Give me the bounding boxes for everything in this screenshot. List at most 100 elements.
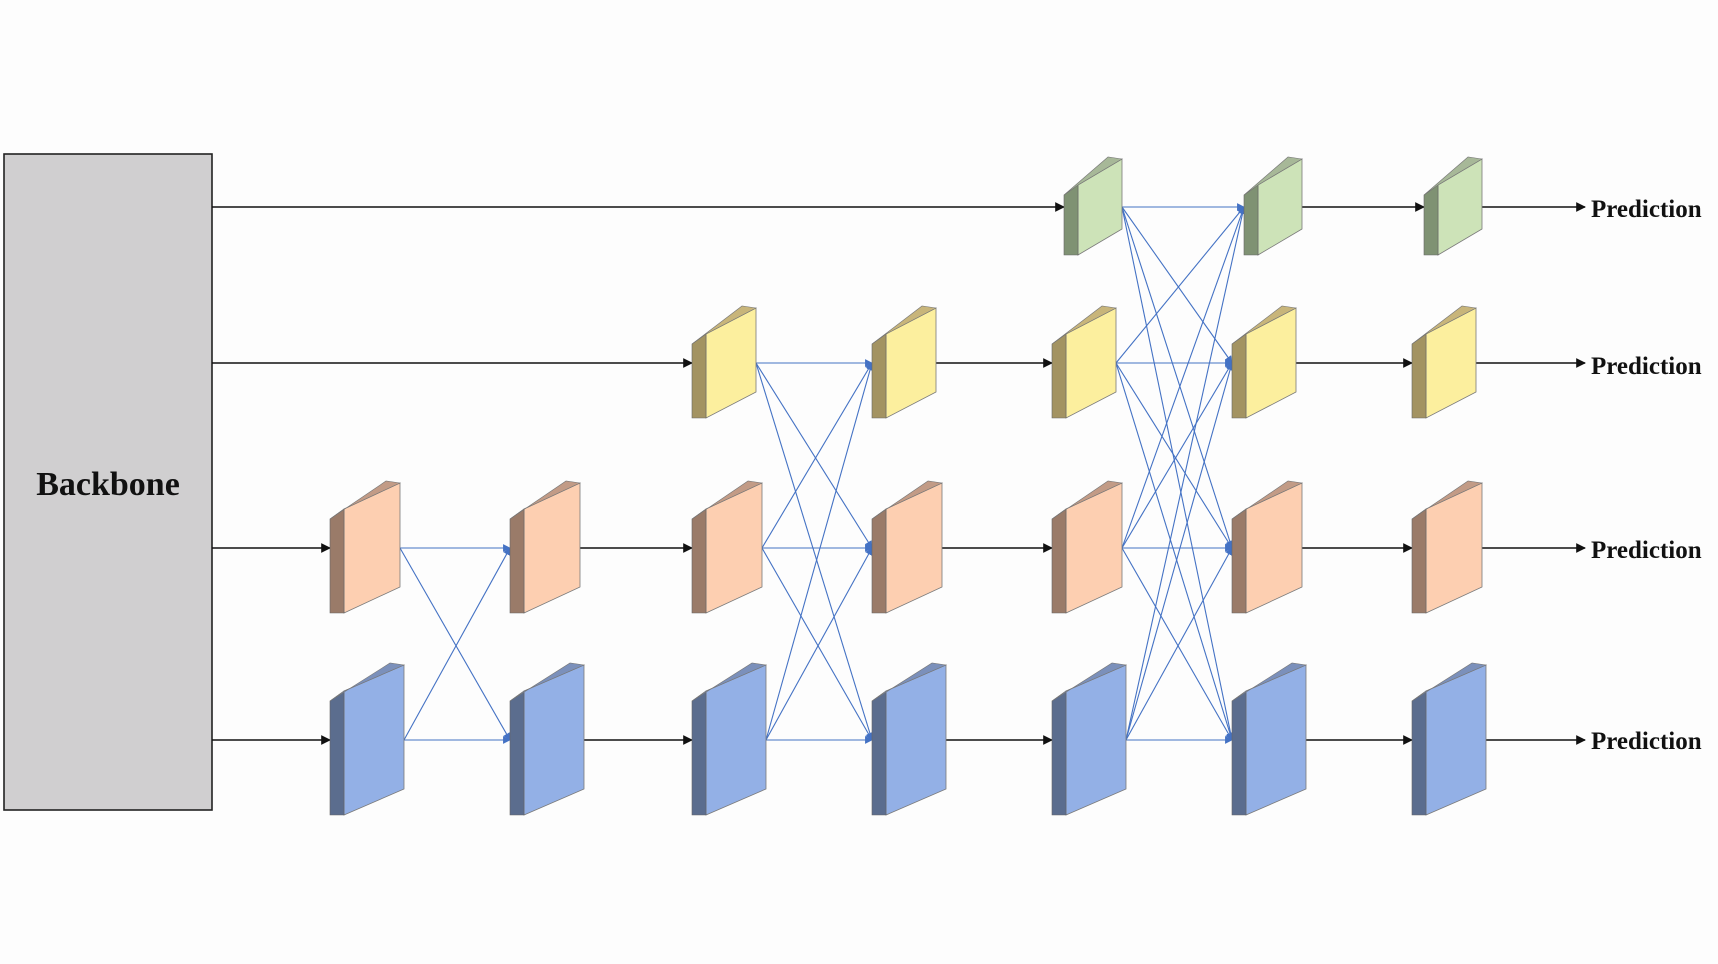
feature-block-yellow-stage-7 bbox=[1411, 305, 1477, 419]
block-side-face bbox=[1423, 184, 1439, 256]
block-side-face bbox=[1051, 508, 1067, 614]
block-top-face bbox=[1231, 662, 1308, 702]
feature-block-orange-stage-7 bbox=[1411, 480, 1484, 614]
prediction-label-level-2: Prediction bbox=[1591, 353, 1702, 380]
fusion-arrow-blue-to-yellow-stage-4 bbox=[765, 362, 874, 741]
block-side-face bbox=[1411, 508, 1427, 614]
fusion-arrow-blue-to-green-stage-6 bbox=[1125, 206, 1247, 741]
block-front-face bbox=[1257, 158, 1303, 256]
feature-block-orange-stage-4 bbox=[871, 480, 944, 614]
block-front-face bbox=[885, 307, 937, 419]
block-side-face bbox=[691, 508, 707, 614]
feature-block-blue-stage-4 bbox=[871, 662, 948, 816]
feature-block-yellow-stage-3 bbox=[691, 305, 757, 419]
block-front-face bbox=[1425, 664, 1487, 816]
block-top-face bbox=[1231, 480, 1304, 520]
backbone-box bbox=[3, 153, 213, 811]
fusion-arrow-yellow-to-blue-stage-6 bbox=[1115, 362, 1234, 741]
block-top-face bbox=[871, 305, 937, 345]
fusion-arrow-orange-to-yellow-stage-6 bbox=[1121, 362, 1233, 549]
block-top-face bbox=[509, 662, 586, 702]
block-front-face bbox=[1437, 158, 1483, 256]
block-front-face bbox=[1245, 482, 1303, 614]
backbone-label: Backbone bbox=[36, 466, 180, 503]
feature-block-blue-stage-2 bbox=[509, 662, 586, 816]
feature-block-yellow-stage-5 bbox=[1051, 305, 1117, 419]
block-side-face bbox=[1411, 690, 1427, 816]
fusion-arrow-blue-to-orange-stage-2 bbox=[403, 547, 511, 741]
feature-block-green-stage-5 bbox=[1063, 156, 1123, 256]
block-front-face bbox=[523, 664, 585, 816]
block-top-face bbox=[1423, 156, 1483, 196]
block-top-face bbox=[1051, 305, 1117, 345]
fusion-arrow-orange-to-blue-stage-2 bbox=[399, 547, 511, 741]
block-front-face bbox=[1425, 307, 1477, 419]
block-top-face bbox=[1051, 480, 1124, 520]
block-front-face bbox=[885, 482, 943, 614]
block-top-face bbox=[1231, 305, 1297, 345]
block-side-face bbox=[509, 690, 525, 816]
fusion-arrow-blue-to-orange-stage-6 bbox=[1125, 547, 1233, 741]
feature-block-green-stage-7 bbox=[1423, 156, 1483, 256]
fusion-arrow-green-to-orange-stage-6 bbox=[1121, 206, 1234, 549]
fusion-arrow-orange-to-green-stage-6 bbox=[1121, 206, 1246, 549]
block-front-face bbox=[1065, 307, 1117, 419]
block-side-face bbox=[871, 333, 887, 419]
feature-block-orange-stage-3 bbox=[691, 480, 764, 614]
block-front-face bbox=[705, 664, 767, 816]
block-side-face bbox=[871, 508, 887, 614]
prediction-label-level-4: Prediction bbox=[1591, 728, 1702, 755]
block-side-face bbox=[1051, 333, 1067, 419]
feature-block-orange-stage-2 bbox=[509, 480, 582, 614]
block-side-face bbox=[509, 508, 525, 614]
block-top-face bbox=[691, 305, 757, 345]
fusion-arrow-orange-to-yellow-stage-4 bbox=[761, 362, 873, 549]
feature-block-orange-stage-5 bbox=[1051, 480, 1124, 614]
feature-block-yellow-stage-4 bbox=[871, 305, 937, 419]
block-side-face bbox=[1063, 184, 1079, 256]
feature-blocks bbox=[329, 156, 1488, 816]
block-top-face bbox=[1063, 156, 1123, 196]
block-front-face bbox=[1065, 664, 1127, 816]
block-top-face bbox=[1411, 662, 1488, 702]
block-front-face bbox=[1065, 482, 1123, 614]
fusion-arrow-orange-to-blue-stage-6 bbox=[1121, 547, 1233, 741]
feature-block-blue-stage-7 bbox=[1411, 662, 1488, 816]
fusion-arrow-blue-to-orange-stage-4 bbox=[765, 547, 873, 741]
block-top-face bbox=[1051, 662, 1128, 702]
fusion-arrow-green-to-blue-stage-6 bbox=[1121, 206, 1235, 741]
block-front-face bbox=[1245, 307, 1297, 419]
block-side-face bbox=[329, 508, 345, 614]
block-side-face bbox=[691, 690, 707, 816]
backbone-block: Backbone bbox=[3, 153, 213, 811]
block-top-face bbox=[1243, 156, 1303, 196]
feature-block-blue-stage-5 bbox=[1051, 662, 1128, 816]
block-top-face bbox=[691, 480, 764, 520]
block-top-face bbox=[691, 662, 768, 702]
fusion-arrow-yellow-to-orange-stage-6 bbox=[1115, 362, 1233, 549]
fusion-arrow-yellow-to-green-stage-6 bbox=[1115, 206, 1245, 364]
fusion-arrow-green-to-yellow-stage-6 bbox=[1121, 206, 1233, 364]
fusion-arrow-blue-to-yellow-stage-6 bbox=[1125, 362, 1234, 741]
fusion-arrow-yellow-to-blue-stage-4 bbox=[755, 362, 874, 741]
fusion-arrow-orange-to-blue-stage-4 bbox=[761, 547, 873, 741]
feature-block-blue-stage-6 bbox=[1231, 662, 1308, 816]
feature-block-orange-stage-6 bbox=[1231, 480, 1304, 614]
feature-block-green-stage-6 bbox=[1243, 156, 1303, 256]
fusion-arrow-yellow-to-orange-stage-4 bbox=[755, 362, 873, 549]
block-side-face bbox=[1411, 333, 1427, 419]
feature-block-blue-stage-1 bbox=[329, 662, 406, 816]
block-front-face bbox=[343, 664, 405, 816]
block-side-face bbox=[691, 333, 707, 419]
block-top-face bbox=[1411, 480, 1484, 520]
feature-block-blue-stage-3 bbox=[691, 662, 768, 816]
block-front-face bbox=[705, 482, 763, 614]
feature-block-orange-stage-1 bbox=[329, 480, 402, 614]
block-front-face bbox=[523, 482, 581, 614]
block-top-face bbox=[1411, 305, 1477, 345]
block-side-face bbox=[329, 690, 345, 816]
block-side-face bbox=[1051, 690, 1067, 816]
prediction-label-level-1: Prediction bbox=[1591, 196, 1702, 223]
block-top-face bbox=[871, 662, 948, 702]
